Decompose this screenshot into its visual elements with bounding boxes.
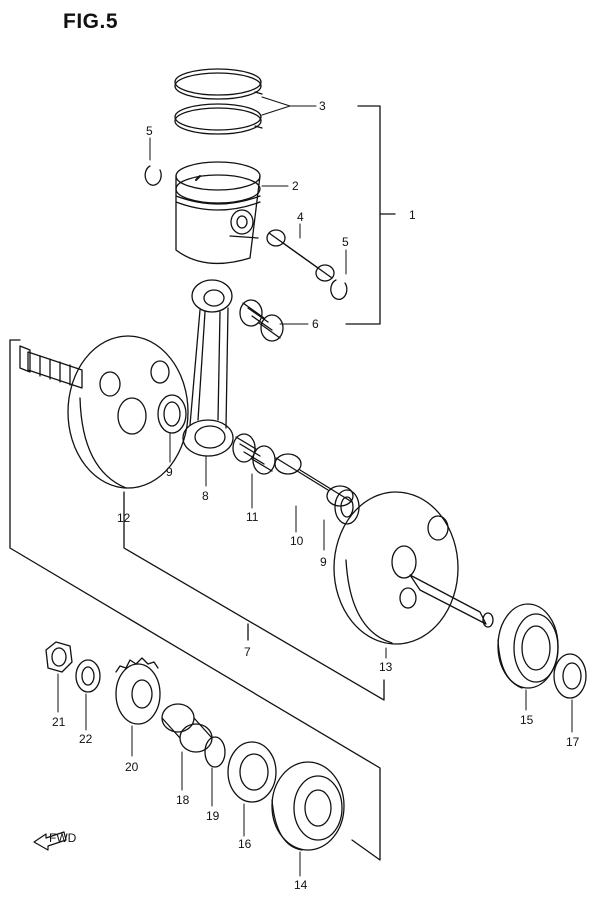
callout-6: 6	[312, 317, 319, 331]
piston-rings	[174, 68, 263, 135]
nut	[45, 641, 73, 673]
callout-21: 21	[52, 715, 66, 729]
primary-drive-gear	[115, 657, 161, 725]
callout-5-lower: 5	[342, 235, 349, 249]
bearing-right	[497, 603, 559, 689]
circlip-upper	[144, 165, 162, 186]
callout-17: 17	[566, 735, 580, 749]
callout-9-right: 9	[320, 555, 327, 569]
callout-3: 3	[319, 99, 326, 113]
circlip-lower	[330, 279, 348, 300]
callout-15: 15	[520, 713, 534, 727]
callout-19: 19	[206, 809, 220, 823]
callout-16: 16	[238, 837, 252, 851]
thrust-washer-right	[334, 489, 360, 525]
washer	[75, 659, 101, 693]
callout-12: 12	[117, 511, 131, 525]
callout-18: 18	[176, 793, 190, 807]
oil-seal-left	[227, 741, 277, 803]
callout-10: 10	[290, 534, 304, 548]
callout-5-upper: 5	[146, 124, 153, 138]
callout-11: 11	[246, 510, 259, 524]
callout-7: 7	[244, 645, 251, 659]
fwd-arrow-icon: FWD	[33, 831, 77, 851]
leader-lines	[57, 96, 573, 877]
callout-22: 22	[79, 732, 93, 746]
oil-seal-right	[553, 653, 587, 699]
o-ring	[204, 736, 226, 768]
callout-1: 1	[409, 208, 416, 222]
connecting-rod	[182, 279, 234, 457]
thrust-washer-left	[157, 394, 187, 434]
fwd-label: FWD	[49, 831, 77, 845]
small-end-bearing	[239, 299, 284, 342]
big-end-bearing	[232, 433, 276, 475]
crankshaft-right	[333, 491, 494, 645]
callout-8: 8	[202, 489, 209, 503]
callout-9-left: 9	[166, 465, 173, 479]
callout-labels: 1 2 3 4 5 5 6 7 8 9 9 10 11 12 13 14 15 …	[52, 99, 580, 892]
bearing-left	[271, 761, 345, 851]
callout-14: 14	[294, 878, 308, 892]
spacer	[161, 703, 213, 753]
piston-pin	[266, 229, 335, 282]
callout-4: 4	[297, 210, 304, 224]
crankshaft-assembly-outline	[9, 339, 385, 861]
assembly-bracket	[345, 105, 396, 325]
callout-2: 2	[292, 179, 299, 193]
callout-20: 20	[125, 760, 139, 774]
crank-pin	[274, 453, 354, 507]
crankshaft-left	[19, 335, 189, 489]
callout-13: 13	[379, 660, 393, 674]
figure-title: FIG.5	[63, 10, 119, 33]
piston	[175, 161, 261, 264]
